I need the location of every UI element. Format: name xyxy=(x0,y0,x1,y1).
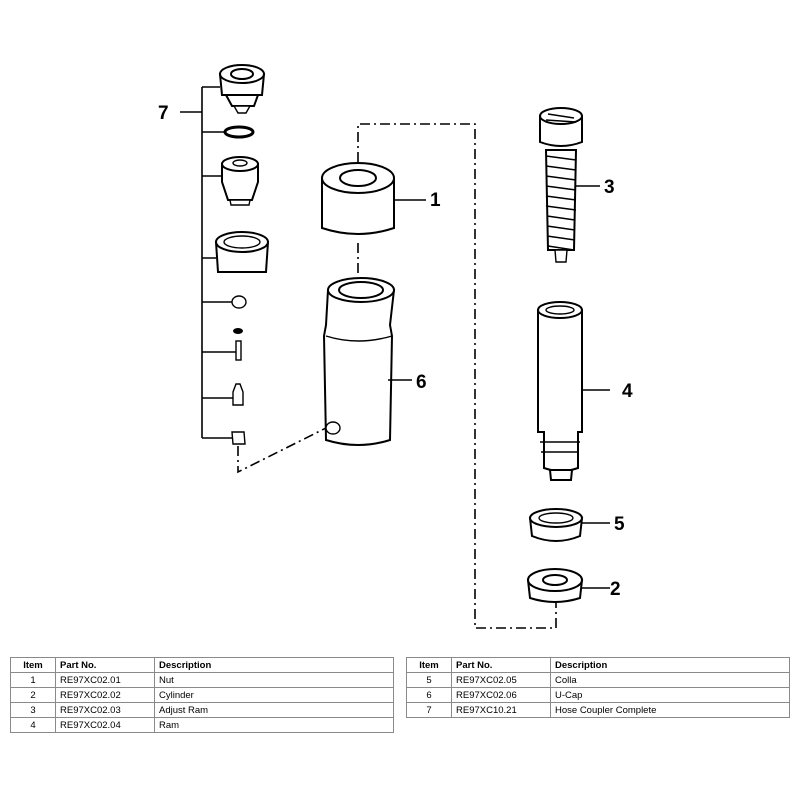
callout-2: 2 xyxy=(610,579,621,600)
nut-part xyxy=(321,162,426,235)
hose-coupler-assembly xyxy=(180,64,329,474)
part-no-cell: RE97XC02.05 xyxy=(451,672,551,688)
header-description: Description xyxy=(550,657,790,673)
description-cell: Adjust Ram xyxy=(154,702,394,718)
u-cap-part xyxy=(322,277,412,446)
adjust-ram-part xyxy=(539,107,600,263)
coupler-o-ring-part xyxy=(223,125,255,139)
item-cell: 1 xyxy=(10,672,56,688)
parts-table-right: Item Part No. Description 5 RE97XC02.05 … xyxy=(406,657,790,718)
coupler-tip-part xyxy=(231,431,246,445)
item-cell: 5 xyxy=(406,672,452,688)
part-no-cell: RE97XC02.03 xyxy=(55,702,155,718)
table-header-row: Item Part No. Description xyxy=(406,657,790,673)
description-cell: Cylinder xyxy=(154,687,394,703)
header-description: Description xyxy=(154,657,394,673)
exploded-parts-diagram: 7 1 3 6 4 5 2 xyxy=(158,64,633,629)
ram-part xyxy=(537,301,610,481)
header-item: Item xyxy=(10,657,56,673)
table-header-row: Item Part No. Description xyxy=(10,657,394,673)
part-no-cell: RE97XC02.01 xyxy=(55,672,155,688)
coupler-ferrule-part xyxy=(214,231,270,273)
table-row: 2 RE97XC02.02 Cylinder xyxy=(10,687,394,703)
table-row: 4 RE97XC02.04 Ram xyxy=(10,717,394,733)
callout-1: 1 xyxy=(430,190,441,211)
description-cell: Nut xyxy=(154,672,394,688)
table-row: 5 RE97XC02.05 Colla xyxy=(406,672,790,688)
part-no-cell: RE97XC02.06 xyxy=(451,687,551,703)
description-cell: Hose Coupler Complete xyxy=(550,702,790,718)
header-item: Item xyxy=(406,657,452,673)
description-cell: Colla xyxy=(550,672,790,688)
table-row: 6 RE97XC02.06 U-Cap xyxy=(406,687,790,703)
coupler-nut-part xyxy=(218,64,266,114)
coupler-body-part xyxy=(221,156,259,206)
part-no-cell: RE97XC10.21 xyxy=(451,702,551,718)
item-cell: 4 xyxy=(10,717,56,733)
callout-7: 7 xyxy=(158,103,169,124)
description-cell: Ram xyxy=(154,717,394,733)
part-no-cell: RE97XC02.04 xyxy=(55,717,155,733)
collar-part xyxy=(528,508,610,542)
header-part-no: Part No. xyxy=(55,657,155,673)
coupler-spring-pin-part xyxy=(232,383,244,406)
table-row: 3 RE97XC02.03 Adjust Ram xyxy=(10,702,394,718)
description-cell: U-Cap xyxy=(550,687,790,703)
table-row: 1 RE97XC02.01 Nut xyxy=(10,672,394,688)
item-cell: 3 xyxy=(10,702,56,718)
callout-4: 4 xyxy=(622,381,633,402)
cylinder-part xyxy=(526,568,610,603)
header-part-no: Part No. xyxy=(451,657,551,673)
item-cell: 2 xyxy=(10,687,56,703)
coupler-pin-part xyxy=(235,340,242,361)
coupler-ball-part xyxy=(231,295,247,309)
callout-6: 6 xyxy=(416,372,427,393)
item-cell: 7 xyxy=(406,702,452,718)
table-row: 7 RE97XC10.21 Hose Coupler Complete xyxy=(406,702,790,718)
coupler-seal-part xyxy=(233,328,243,334)
callout-5: 5 xyxy=(614,514,625,535)
part-no-cell: RE97XC02.02 xyxy=(55,687,155,703)
parts-table-left: Item Part No. Description 1 RE97XC02.01 … xyxy=(10,657,394,733)
item-cell: 6 xyxy=(406,687,452,703)
callout-3: 3 xyxy=(604,177,615,198)
